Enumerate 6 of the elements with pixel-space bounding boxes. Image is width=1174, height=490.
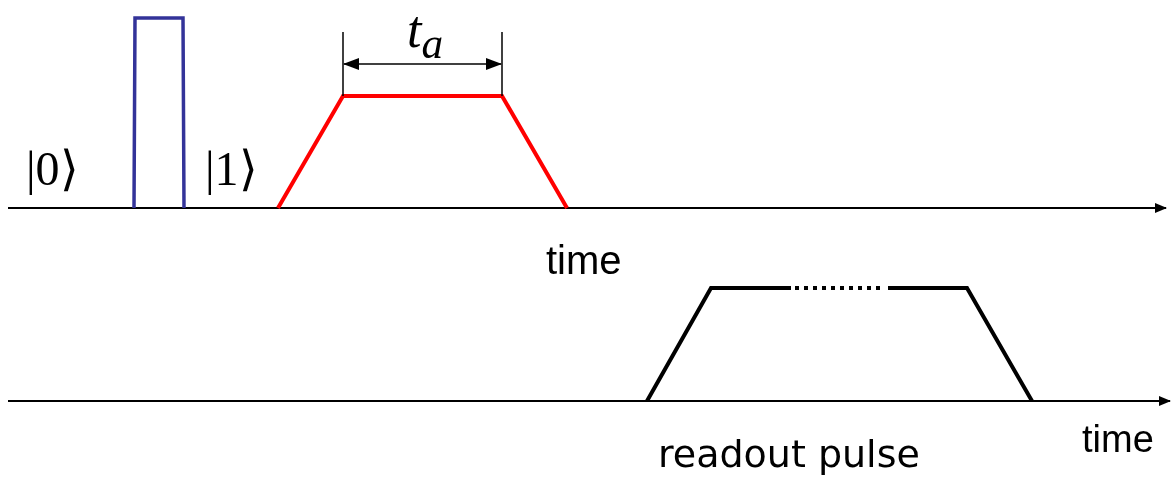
ket-label: |0⟩ [26,145,79,193]
axis-label: time [1082,420,1154,458]
ket-label: |1⟩ [205,145,258,193]
axis-label: time [546,240,622,280]
duration-label: t$_{a}$ [407,4,444,66]
pulse-label: readout pulse [658,435,920,473]
